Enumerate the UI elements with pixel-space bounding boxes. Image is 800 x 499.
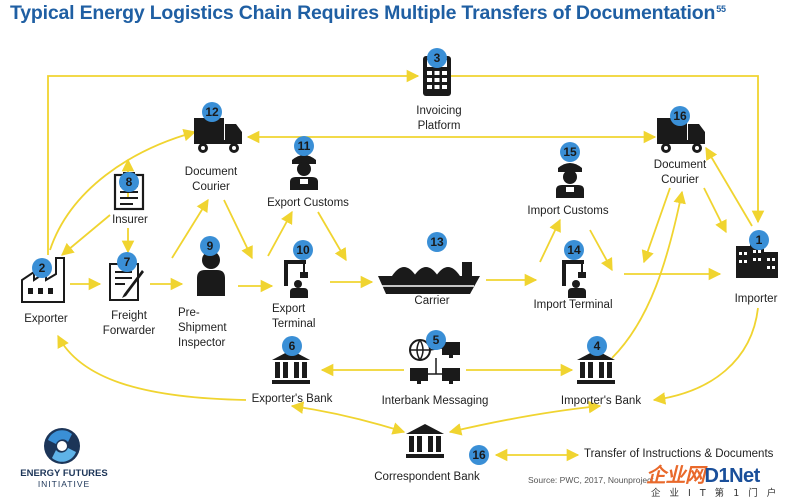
arrow-importer-importersbank <box>652 307 759 405</box>
arrow-exporter-invoicing <box>47 69 420 255</box>
arrow-terminal-customs <box>267 210 293 257</box>
badge-7: 7 <box>117 252 137 272</box>
arrow-importersbank-courier <box>611 190 686 359</box>
label-correspondent-bank: Correspondent Bank <box>374 471 480 483</box>
bank-icon <box>406 424 444 458</box>
svg-text:8: 8 <box>126 175 133 189</box>
label-import-terminal: Import Terminal <box>533 299 613 311</box>
svg-text:1: 1 <box>756 233 763 247</box>
flow-arrows <box>47 69 765 462</box>
badge-3: 3 <box>427 48 447 68</box>
label-freight-forwarder: Freight Forwarder <box>102 310 156 337</box>
svg-text:9: 9 <box>207 239 214 253</box>
badge-16-bottom: 16 <box>469 445 489 465</box>
badge-12: 12 <box>202 102 222 122</box>
arrow-importterminal-customs <box>539 218 561 263</box>
badge-14: 14 <box>564 240 584 260</box>
arrow-customs-carrier <box>317 211 347 262</box>
badge-5: 5 <box>426 330 446 350</box>
label-document-courier-left: Document Courier <box>184 166 238 193</box>
officer-icon <box>556 163 584 198</box>
label-interbank-messaging: Interbank Messaging <box>381 395 489 407</box>
arrow-insurer-exporter <box>61 214 111 256</box>
label-importers-bank: Importer's Bank <box>560 395 642 407</box>
arrow-exporter-courier <box>49 128 197 251</box>
label-insurer: Insurer <box>112 214 148 226</box>
svg-text:12: 12 <box>205 105 219 119</box>
network-icon <box>409 339 460 384</box>
label-document-courier-right: Document Courier <box>653 159 707 186</box>
crane-worker-icon <box>284 260 308 298</box>
arrow-exportersbank-exporter <box>57 334 247 401</box>
arrow-correspondent-importersbank <box>448 400 602 436</box>
officer-icon <box>290 155 318 190</box>
badge-9: 9 <box>200 236 220 256</box>
label-invoicing-platform: Invoicing Platform <box>416 105 462 132</box>
efi-logo-text: ENERGY FUTURES INITIATIVE <box>20 468 108 489</box>
label-import-customs: Import Customs <box>527 205 609 217</box>
svg-text:16: 16 <box>472 448 486 462</box>
label-exporters-bank: Exporter's Bank <box>251 393 333 405</box>
badge-11: 11 <box>294 136 314 156</box>
label-pre-shipment-inspector: Pre-Shipment Inspector <box>178 307 227 349</box>
svg-text:11: 11 <box>298 139 311 153</box>
person-icon <box>197 251 225 296</box>
svg-text:3: 3 <box>434 51 441 65</box>
svg-text:2: 2 <box>39 261 46 275</box>
svg-text:10: 10 <box>296 243 310 257</box>
badge-1: 1 <box>749 230 769 250</box>
crane-worker-icon <box>562 260 586 298</box>
lng-ship-icon <box>378 262 480 294</box>
number-badges: 3 12 16 11 15 8 13 9 10 14 1 2 7 5 6 4 1… <box>32 48 769 465</box>
badge-8: 8 <box>119 172 139 192</box>
svg-text:5: 5 <box>433 333 440 347</box>
svg-text:14: 14 <box>567 243 581 257</box>
svg-text:6: 6 <box>289 339 296 353</box>
arrow-inspector-courier <box>171 198 209 259</box>
label-importer: Importer <box>734 293 778 305</box>
arrow-courier-right-down1 <box>641 187 671 264</box>
truck-icon <box>194 118 242 153</box>
label-export-terminal: Export Terminal <box>272 303 316 330</box>
legend-label: Transfer of Instructions & Documents <box>584 448 774 460</box>
arrow-correspondent-exportersbank <box>290 401 406 435</box>
title-footnote: 55 <box>716 3 726 14</box>
source-note: Source: PWC, 2017, Nounproject <box>528 475 654 485</box>
arrow-importer-courier <box>705 146 753 227</box>
label-export-customs: Export Customs <box>267 197 349 209</box>
efi-logo-icon <box>44 428 80 464</box>
arrow-invoicing-importer <box>448 75 765 224</box>
svg-text:13: 13 <box>430 235 444 249</box>
svg-text:7: 7 <box>124 255 131 269</box>
svg-text:15: 15 <box>563 145 577 159</box>
svg-text:16: 16 <box>673 109 687 123</box>
watermark-logo: 企业网D1Net <box>646 465 760 487</box>
arrow-courier-right-down2 <box>703 187 727 234</box>
factory-icon <box>21 257 65 303</box>
page-title: Typical Energy Logistics Chain Requires … <box>10 2 726 24</box>
arrow-customs-importer <box>589 229 613 272</box>
arrow-courier-terminal <box>223 199 253 260</box>
watermark-subtitle: 企 业 I T 第 1 门 户 <box>651 488 780 499</box>
badge-6: 6 <box>282 336 302 356</box>
label-carrier: Carrier <box>414 295 450 307</box>
badge-10: 10 <box>293 240 313 260</box>
svg-text:4: 4 <box>594 339 601 353</box>
badge-2: 2 <box>32 258 52 278</box>
badge-15: 15 <box>560 142 580 162</box>
badge-4: 4 <box>587 336 607 356</box>
badge-16-top: 16 <box>670 106 690 126</box>
badge-13: 13 <box>427 232 447 252</box>
label-exporter: Exporter <box>24 313 68 325</box>
